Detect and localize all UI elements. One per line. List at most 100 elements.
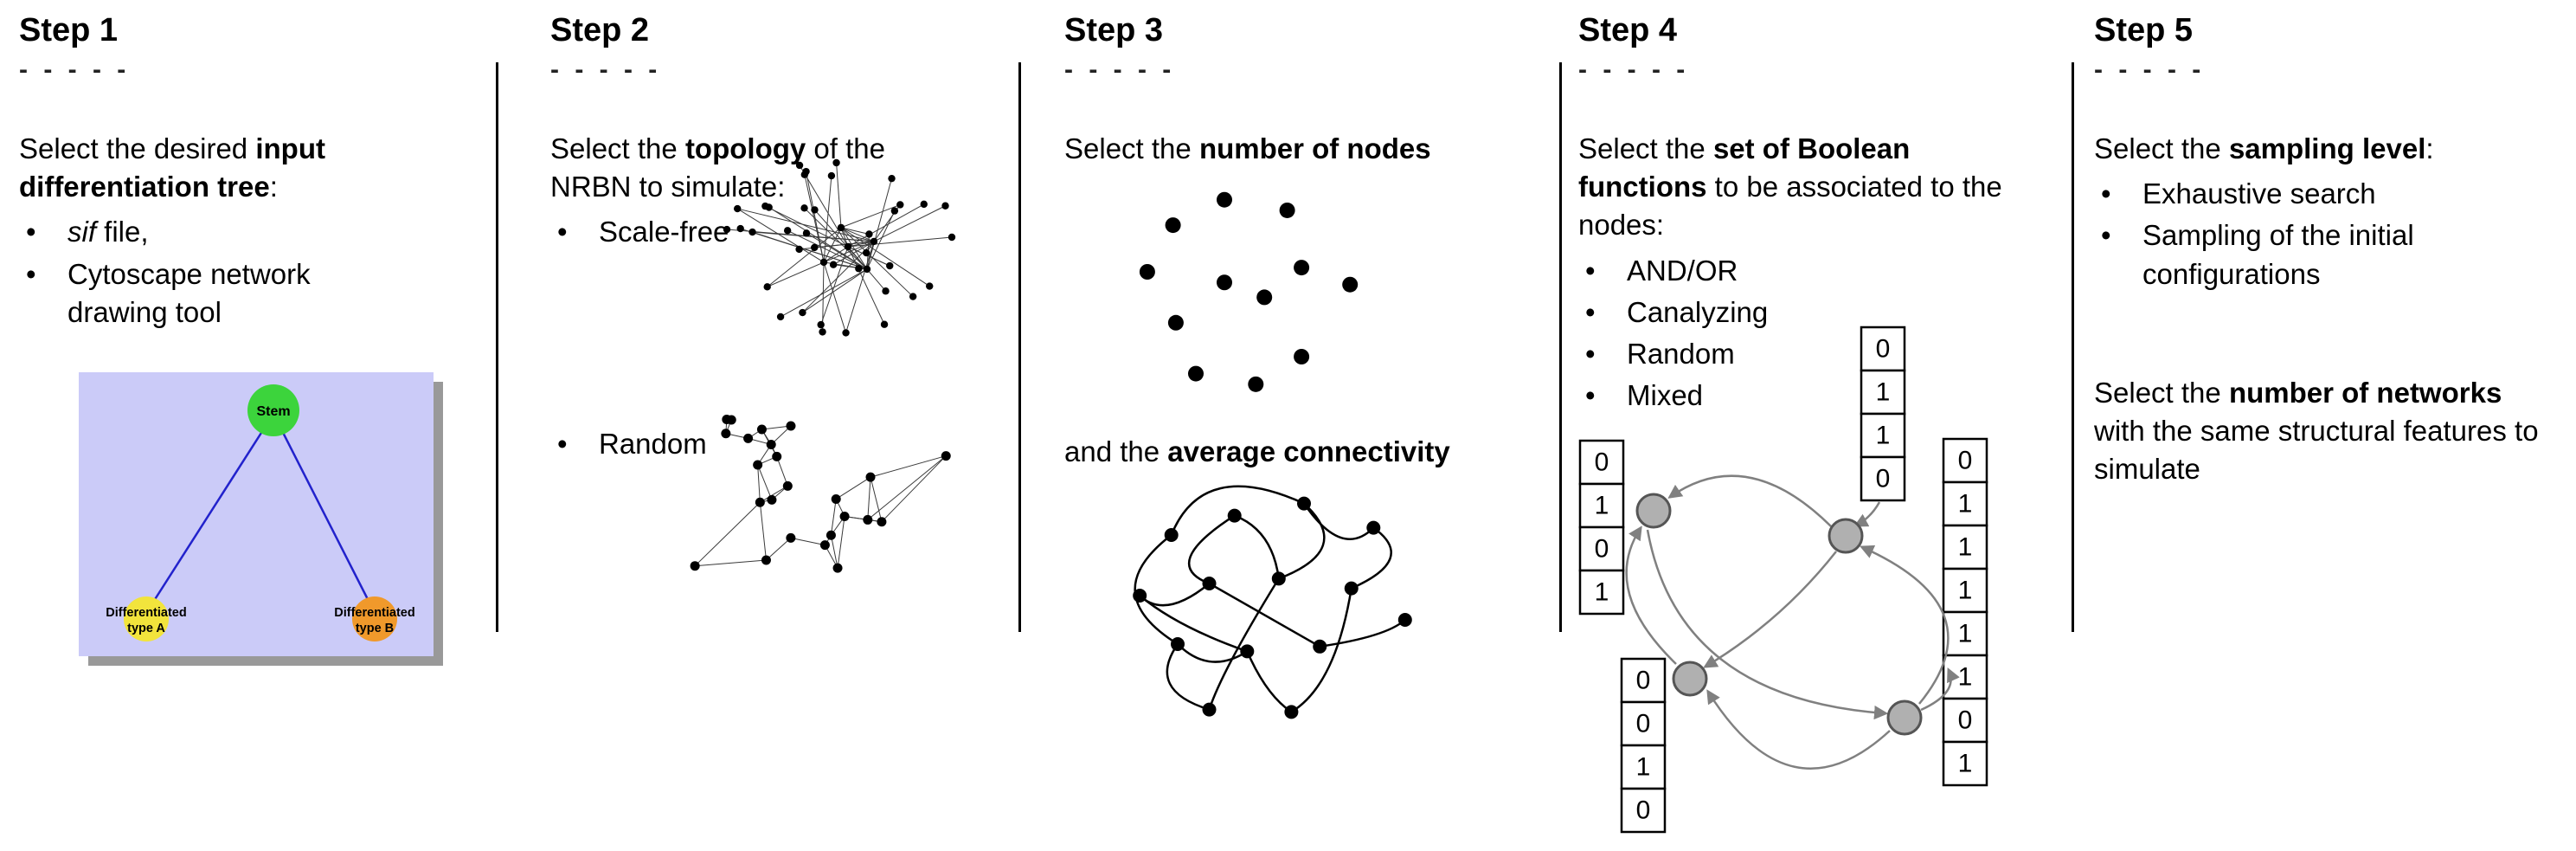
scale-free-network-image bbox=[715, 158, 957, 370]
differentiation-tree-image: Stem Differentiated type A Differentiate… bbox=[79, 372, 434, 656]
step-1-column: Step 1 - - - - - Select the desired inpu… bbox=[19, 0, 493, 851]
column-divider-2 bbox=[1018, 62, 1021, 632]
svg-text:0: 0 bbox=[1595, 535, 1609, 564]
step-4-intro: Select the set of Boolean functions to b… bbox=[1578, 130, 2011, 245]
step-2-title: Step 2 bbox=[550, 12, 650, 48]
svg-text:0: 0 bbox=[1876, 465, 1891, 493]
connectivity-graph-image bbox=[1115, 485, 1430, 729]
type-a-node bbox=[124, 596, 169, 641]
step-1-bullet-sif-file: sif file, bbox=[19, 213, 469, 251]
svg-text:0: 0 bbox=[1876, 335, 1891, 364]
svg-text:1: 1 bbox=[1595, 492, 1609, 520]
step-3-second-pre: and the bbox=[1064, 435, 1168, 467]
step-2-text: Select the topology of the NRBN to simul… bbox=[550, 130, 966, 252]
step-5-intro: Select the sampling level: bbox=[2094, 130, 2561, 168]
step-3-intro-bold: number of nodes bbox=[1198, 132, 1431, 164]
step-2-dashes: - - - - - bbox=[550, 55, 662, 84]
type-b-label-line2: type B bbox=[356, 622, 394, 635]
step-1-intro-bold: input differentiation tree bbox=[19, 132, 325, 203]
svg-text:1: 1 bbox=[1595, 578, 1609, 607]
type-a-label-line2: type A bbox=[127, 622, 165, 635]
step-1-text: Select the desired input differentiation… bbox=[19, 130, 469, 332]
step-3-second-bold: average connectivity bbox=[1167, 435, 1450, 467]
step-5-intro-pre: Select the bbox=[2094, 132, 2229, 164]
step-5-bullet-list: Exhaustive search Sampling of the initia… bbox=[2094, 175, 2561, 293]
svg-text:1: 1 bbox=[1958, 620, 1973, 648]
svg-text:0: 0 bbox=[1636, 710, 1651, 738]
sampling-label: Sampling of the initial configurations bbox=[2142, 219, 2414, 290]
step-5-column: Step 5 - - - - - Select the sampling lev… bbox=[2094, 0, 2570, 851]
mixed-label: Mixed bbox=[1627, 379, 1704, 412]
random-network-image bbox=[678, 409, 955, 586]
step-4-bullet-and-or: AND/OR bbox=[1578, 252, 2011, 290]
and-or-label: AND/OR bbox=[1627, 254, 1738, 287]
column-divider-4 bbox=[2072, 62, 2074, 632]
type-b-node bbox=[352, 596, 397, 641]
step-3-intro-pre: Select the bbox=[1064, 132, 1199, 164]
svg-text:1: 1 bbox=[1958, 750, 1973, 778]
type-a-label-line1: Differentiated bbox=[106, 606, 186, 620]
step-2-bullet-list: Scale-free bbox=[550, 213, 966, 251]
step-1-intro: Select the desired input differentiation… bbox=[19, 130, 469, 206]
step-5-networks-text: Select the number of networks with the s… bbox=[2094, 374, 2553, 489]
step-1-intro-post: : bbox=[269, 171, 278, 203]
svg-text:0: 0 bbox=[1595, 448, 1609, 477]
step-5-second-bold: number of networks bbox=[2228, 377, 2502, 409]
svg-text:1: 1 bbox=[1876, 378, 1891, 407]
random-functions-label: Random bbox=[1627, 338, 1735, 371]
svg-text:1: 1 bbox=[1958, 533, 1973, 562]
step-2-bullet-scale-free: Scale-free bbox=[550, 213, 966, 251]
step-5-text: Select the sampling level: Exhaustive se… bbox=[2094, 130, 2561, 293]
svg-text:1: 1 bbox=[1958, 490, 1973, 519]
scale-free-label: Scale-free bbox=[599, 216, 729, 248]
svg-text:1: 1 bbox=[1636, 753, 1651, 782]
step-4-bullet-mixed: Mixed bbox=[1578, 377, 2011, 415]
step-2-intro: Select the topology of the NRBN to simul… bbox=[550, 130, 966, 206]
canalyzing-label: Canalyzing bbox=[1627, 295, 1769, 328]
stem-label: Stem bbox=[256, 404, 290, 419]
tree-edge-to-type-a bbox=[145, 413, 275, 614]
step-2-intro-bold: topology bbox=[684, 132, 806, 164]
step-5-title: Step 5 bbox=[2094, 12, 2194, 48]
step-4-intro-pre: Select the bbox=[1578, 132, 1713, 164]
sif-rest: file, bbox=[96, 216, 149, 248]
step-1-title: Step 1 bbox=[19, 12, 119, 48]
step-5-bullet-sampling: Sampling of the initial configurations bbox=[2094, 216, 2561, 293]
nodes-scatter-image bbox=[1132, 182, 1417, 394]
step-3-intro: Select the number of nodes bbox=[1064, 130, 1549, 168]
svg-text:0: 0 bbox=[1636, 667, 1651, 695]
step-5-dashes: - - - - - bbox=[2094, 55, 2206, 84]
svg-text:1: 1 bbox=[1958, 577, 1973, 605]
step-3-column: Step 3 - - - - - Select the number of no… bbox=[1064, 0, 1554, 851]
step-4-title: Step 4 bbox=[1578, 12, 1678, 48]
step-3-dashes: - - - - - bbox=[1064, 55, 1176, 84]
step-5-second-pre: Select the bbox=[2094, 377, 2229, 409]
step-5-networks-paragraph: Select the number of networks with the s… bbox=[2094, 374, 2553, 489]
step-2-column: Step 2 - - - - - Select the topology of … bbox=[550, 0, 1011, 851]
exhaustive-label: Exhaustive search bbox=[2142, 177, 2376, 210]
step-1-dashes: - - - - - bbox=[19, 55, 131, 84]
sif-italic: sif bbox=[67, 216, 96, 248]
cytoscape-line1: Cytoscape network bbox=[67, 257, 311, 290]
step-4-intro-post: to be associated to the nodes: bbox=[1578, 171, 2002, 242]
column-divider-1 bbox=[496, 62, 498, 632]
step-3-text-connectivity: and the average connectivity bbox=[1064, 433, 1554, 471]
random-label: Random bbox=[599, 428, 707, 460]
step-2-text-random: Random bbox=[550, 422, 966, 463]
step-3-connectivity-line: and the average connectivity bbox=[1064, 433, 1554, 471]
step-5-bullet-exhaustive: Exhaustive search bbox=[2094, 175, 2561, 213]
tree-svg: Stem Differentiated type A Differentiate… bbox=[106, 384, 415, 641]
step-4-intro-bold: set of Boolean functions bbox=[1578, 132, 1911, 203]
step-5-intro-post: : bbox=[2425, 132, 2434, 164]
step-1-intro-pre: Select the desired bbox=[19, 132, 256, 164]
step-2-bullet-random: Random bbox=[550, 425, 966, 463]
step-4-bullet-canalyzing: Canalyzing bbox=[1578, 293, 2011, 332]
svg-text:0: 0 bbox=[1636, 796, 1651, 825]
type-b-label-line1: Differentiated bbox=[334, 606, 414, 620]
tree-edge-to-type-b bbox=[272, 413, 376, 614]
svg-text:0: 0 bbox=[1958, 706, 1973, 735]
svg-text:1: 1 bbox=[1876, 422, 1891, 450]
